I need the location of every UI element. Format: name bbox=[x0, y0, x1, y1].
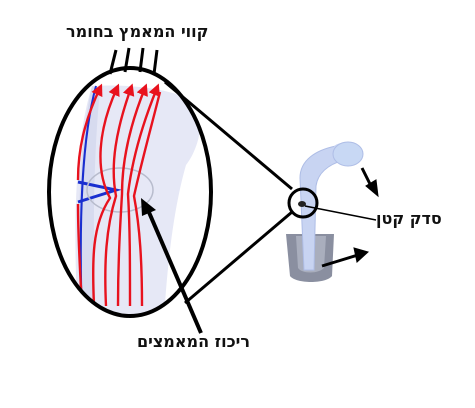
stress-arrow bbox=[123, 47, 131, 73]
stress-arrow bbox=[138, 47, 145, 73]
material-edge-shading bbox=[78, 86, 100, 316]
motion-arrow-base bbox=[321, 253, 359, 268]
stress-lines-label: קווי המאמץ בחומר bbox=[66, 22, 209, 41]
zoom-line-bottom bbox=[184, 210, 293, 305]
stress-arrow bbox=[108, 49, 118, 75]
stress-line bbox=[126, 83, 160, 307]
concentration-pointer bbox=[141, 198, 203, 334]
stress-line bbox=[91, 83, 120, 307]
stress-concentration-label: ריכוז המאמצים bbox=[137, 332, 250, 351]
crack-spot bbox=[298, 201, 306, 207]
stress-lines bbox=[76, 83, 162, 307]
concentration-pointer-tip bbox=[141, 198, 156, 216]
stress-line bbox=[76, 83, 103, 181]
implant-head bbox=[332, 141, 364, 167]
stress-line bbox=[116, 83, 148, 307]
magnifier-lens bbox=[47, 66, 213, 318]
crack-pointer-line bbox=[304, 205, 377, 221]
stress-line bbox=[104, 83, 135, 307]
motion-arrows bbox=[321, 167, 379, 268]
crack-magnifier-ring bbox=[287, 187, 319, 219]
magnified-material bbox=[75, 83, 201, 316]
concentration-pointer-line bbox=[146, 209, 203, 334]
stress-arrows-top bbox=[108, 47, 159, 75]
implant bbox=[286, 141, 377, 282]
stress-line bbox=[132, 91, 162, 307]
zoom-line-top bbox=[164, 80, 293, 191]
small-crack-label: סדק קטן bbox=[376, 209, 442, 228]
motion-arrow-base-tip bbox=[353, 247, 370, 263]
stress-arrow bbox=[152, 49, 159, 75]
motion-arrow-head-tip bbox=[365, 179, 379, 198]
